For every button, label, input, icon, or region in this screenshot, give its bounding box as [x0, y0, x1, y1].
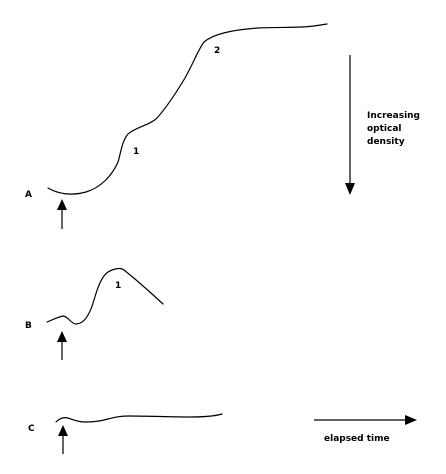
density-label: Increasing optical density [367, 111, 420, 147]
trace-a-start-arrow [57, 199, 67, 229]
trace-c-start-arrow [58, 425, 68, 454]
density-arrow [345, 55, 355, 195]
density-label-line-3: density [367, 137, 405, 147]
trace-c-curve [55, 413, 223, 423]
trace-a-point-1: 1 [133, 147, 139, 157]
density-label-line-1: Increasing [367, 111, 420, 121]
trace-c-label: C [28, 424, 35, 434]
time-arrow [314, 415, 417, 425]
trace-b-curve [46, 267, 164, 325]
trace-b-point-1: 1 [115, 281, 121, 291]
trace-a-curve [47, 23, 328, 195]
trace-a-point-2: 2 [214, 46, 220, 56]
trace-b-group: B 1 [25, 267, 164, 360]
trace-a-group: A 1 2 [25, 23, 328, 229]
trace-a-label: A [25, 190, 32, 200]
trace-b-start-arrow [57, 331, 67, 360]
trace-b-label: B [25, 321, 32, 331]
trace-c-group: C [28, 413, 223, 454]
time-label: elapsed time [324, 434, 390, 444]
density-label-line-2: optical [367, 124, 402, 134]
